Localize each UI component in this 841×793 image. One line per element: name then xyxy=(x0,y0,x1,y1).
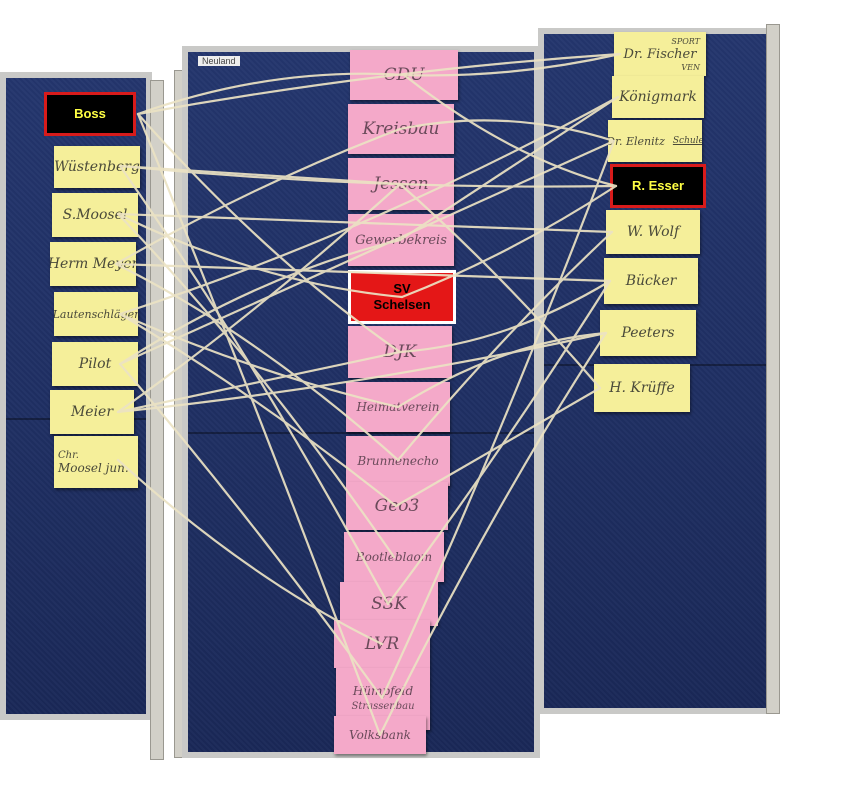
string-19 xyxy=(402,73,618,188)
note-fischer-sport: SPORT xyxy=(671,36,700,46)
string-32 xyxy=(118,139,616,366)
string-35 xyxy=(378,331,608,737)
note-buecker: Bücker xyxy=(604,258,698,304)
string-14 xyxy=(116,458,384,646)
string-8 xyxy=(118,312,400,409)
string-6 xyxy=(114,127,402,266)
string-29 xyxy=(380,139,616,700)
note-w-wolf: W. Wolf xyxy=(606,210,700,254)
note-lautenschlaeger: Lautenschläger xyxy=(54,292,138,336)
note-h-krueffe: H. Krüffe xyxy=(594,364,690,412)
note-dr-elenitz: Dr. Elenitz Schule xyxy=(608,120,702,162)
string-24 xyxy=(398,279,612,354)
board-label: Neuland xyxy=(198,56,240,66)
string-20 xyxy=(398,119,616,143)
string-1 xyxy=(136,52,622,116)
left-board-post xyxy=(150,80,164,760)
note-huempfeld-line1: Hümpfeld xyxy=(352,684,414,698)
string-26 xyxy=(396,230,614,462)
string-15 xyxy=(118,164,390,606)
string-30 xyxy=(114,262,400,462)
note-fischer-name: Dr. Fischer xyxy=(623,46,697,62)
string-33 xyxy=(116,182,402,414)
string-9 xyxy=(118,95,620,316)
string-22 xyxy=(398,95,620,242)
string-16 xyxy=(136,112,382,737)
string-18 xyxy=(402,52,622,77)
note-elenitz-schule: Schule xyxy=(672,136,702,146)
label-r-esser: R. Esser xyxy=(610,164,706,208)
string-0 xyxy=(136,72,406,116)
note-dr-fischer: SPORT Dr. Fischer VEN xyxy=(614,32,706,76)
note-pilot: Pilot xyxy=(52,342,138,386)
note-herm-meyer: Herm Meyer xyxy=(50,242,136,286)
string-13 xyxy=(116,331,608,414)
string-28 xyxy=(386,279,612,606)
string-25 xyxy=(396,331,608,409)
note-fischer-ven: VEN xyxy=(681,62,700,72)
string-3 xyxy=(118,164,618,188)
string-5 xyxy=(116,212,396,559)
note-moosel-jun-prefix: Chr. xyxy=(58,449,79,461)
string-7 xyxy=(114,262,612,283)
string-12 xyxy=(116,350,402,414)
note-moosel-jun: Chr. Moosel jun. xyxy=(54,436,138,488)
note-huempfeld-line2: Strassenbau xyxy=(351,701,415,712)
string-10 xyxy=(118,238,402,366)
note-koenigmark: Königmark xyxy=(612,76,704,118)
note-moosel-jun-text: Moosel jun. xyxy=(58,460,129,475)
right-board-edge xyxy=(766,24,780,714)
note-elenitz-name: Dr. Elenitz xyxy=(608,134,665,148)
note-peeters: Peeters xyxy=(600,310,696,356)
string-34 xyxy=(136,112,402,354)
string-27 xyxy=(394,386,602,508)
string-31 xyxy=(118,312,398,508)
label-boss: Boss xyxy=(44,92,136,136)
string-21 xyxy=(398,182,602,390)
string-11 xyxy=(118,362,384,700)
